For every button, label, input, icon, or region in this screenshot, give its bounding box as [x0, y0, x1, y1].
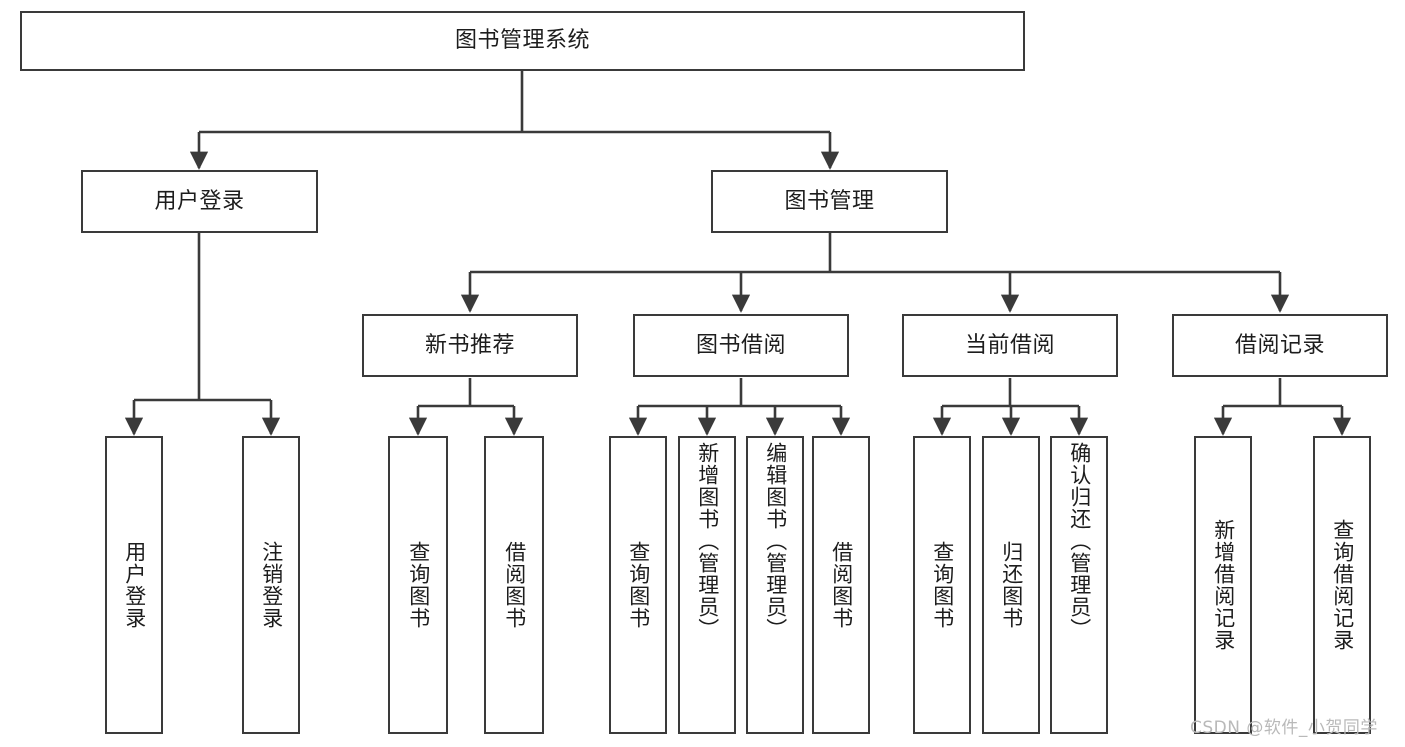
- node-root[interactable]: 图书管理系统: [20, 11, 1025, 71]
- node-book-manage-label: 图书管理: [784, 188, 875, 214]
- node-book-borrow-label: 图书借阅: [695, 332, 786, 358]
- node-current-borrow-label: 当前借阅: [964, 332, 1055, 358]
- leaf-add-book-label: 新增图书（管理员）: [695, 442, 720, 640]
- node-user-login[interactable]: 用户登录: [81, 170, 318, 233]
- leaf-confirm-return-label: 确认归还（管理员）: [1067, 442, 1092, 640]
- node-new-book-recommend-label: 新书推荐: [424, 332, 515, 358]
- node-current-borrow[interactable]: 当前借阅: [902, 314, 1118, 377]
- leaf-query-book-1-label: 查询图书: [406, 541, 431, 629]
- leaf-logout[interactable]: 注销登录: [242, 436, 300, 734]
- leaf-edit-book[interactable]: 编辑图书（管理员）: [746, 436, 804, 734]
- leaf-query-book-2[interactable]: 查询图书: [609, 436, 667, 734]
- leaf-logout-label: 注销登录: [259, 541, 284, 629]
- leaf-add-record[interactable]: 新增借阅记录: [1194, 436, 1252, 734]
- leaf-edit-book-label: 编辑图书（管理员）: [763, 442, 788, 640]
- leaf-return-book-label: 归还图书: [999, 541, 1024, 629]
- leaf-query-book-3-label: 查询图书: [930, 541, 955, 629]
- leaf-return-book[interactable]: 归还图书: [982, 436, 1040, 734]
- leaf-query-book-1[interactable]: 查询图书: [388, 436, 448, 734]
- node-borrow-record[interactable]: 借阅记录: [1172, 314, 1388, 377]
- leaf-confirm-return[interactable]: 确认归还（管理员）: [1050, 436, 1108, 734]
- leaf-user-login-label: 用户登录: [122, 541, 147, 629]
- leaf-borrow-book-2[interactable]: 借阅图书: [812, 436, 870, 734]
- node-root-label: 图书管理系统: [454, 28, 590, 54]
- leaf-query-book-2-label: 查询图书: [626, 541, 651, 629]
- node-user-login-label: 用户登录: [154, 188, 245, 214]
- leaf-query-record-label: 查询借阅记录: [1330, 519, 1355, 651]
- node-borrow-record-label: 借阅记录: [1234, 332, 1325, 358]
- leaf-add-book[interactable]: 新增图书（管理员）: [678, 436, 736, 734]
- leaf-query-book-3[interactable]: 查询图书: [913, 436, 971, 734]
- node-book-manage[interactable]: 图书管理: [711, 170, 948, 233]
- leaf-add-record-label: 新增借阅记录: [1211, 519, 1236, 651]
- leaf-borrow-book-1-label: 借阅图书: [502, 541, 527, 629]
- leaf-query-record[interactable]: 查询借阅记录: [1313, 436, 1371, 734]
- node-book-borrow[interactable]: 图书借阅: [633, 314, 849, 377]
- node-new-book-recommend[interactable]: 新书推荐: [362, 314, 578, 377]
- leaf-borrow-book-1[interactable]: 借阅图书: [484, 436, 544, 734]
- leaf-user-login[interactable]: 用户登录: [105, 436, 163, 734]
- leaf-borrow-book-2-label: 借阅图书: [829, 541, 854, 629]
